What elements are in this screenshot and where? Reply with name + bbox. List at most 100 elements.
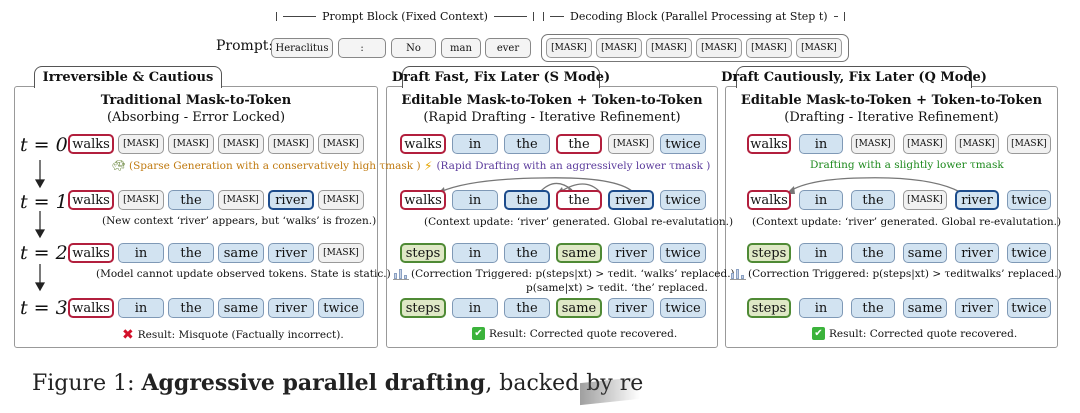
mask-token: [MASK] xyxy=(268,134,314,154)
prompt-token: : xyxy=(338,38,386,58)
time-step-label: t = 3 xyxy=(20,297,68,319)
mask-token: [MASK] xyxy=(218,190,264,210)
token-twice: twice xyxy=(660,190,706,210)
note-sparse-generation: 🐢︎ (Sparse Generation with a conservativ… xyxy=(112,159,421,172)
mask-token: [MASK] xyxy=(318,243,364,263)
token-river: river xyxy=(608,190,654,210)
time-step-label: t = 2 xyxy=(20,242,68,264)
token-in: in xyxy=(118,298,164,318)
panel-subtitle: (Rapid Drafting - Iterative Refinement) xyxy=(423,110,681,125)
lightning-icon: ⚡ xyxy=(424,159,433,173)
mask-token: [MASK] xyxy=(318,190,364,210)
mask-token: [MASK] xyxy=(903,134,947,154)
prompt-token: ever xyxy=(485,38,531,58)
time-step-label: t = 1 xyxy=(20,191,68,213)
token-steps: steps xyxy=(747,298,791,318)
mask-token: [MASK] xyxy=(118,190,164,210)
token-steps: steps xyxy=(400,298,446,318)
token-walks: walks xyxy=(747,190,791,210)
token-twice: twice xyxy=(1007,190,1051,210)
token-in: in xyxy=(799,134,843,154)
token-the: the xyxy=(504,243,550,263)
token-in: in xyxy=(452,190,498,210)
mask-token: [MASK] xyxy=(903,190,947,210)
token-in: in xyxy=(118,243,164,263)
token-twice: twice xyxy=(1007,298,1051,318)
decoding-mask-token: [MASK] xyxy=(646,38,692,58)
token-walks: walks xyxy=(400,190,446,210)
note-correction: (Correction Triggered: p(steps|xt) > τed… xyxy=(393,268,735,280)
note-frozen: (New context ‘river’ appears, but ‘walks… xyxy=(102,215,377,227)
token-twice: twice xyxy=(660,298,706,318)
panel-subtitle: (Drafting - Iterative Refinement) xyxy=(784,110,999,125)
decoding-block-bracket: Decoding Block (Parallel Processing at S… xyxy=(543,10,845,23)
token-walks: walks xyxy=(747,134,791,154)
decoding-mask-token: [MASK] xyxy=(746,38,792,58)
token-same: same xyxy=(903,298,947,318)
token-river: river xyxy=(268,298,314,318)
panel-subtitle: (Absorbing - Error Locked) xyxy=(106,110,286,125)
note-context-update: (Context update: ‘river’ generated. Glob… xyxy=(752,216,1062,228)
time-arrows xyxy=(34,160,46,292)
prompt-token: Heraclitus xyxy=(271,38,333,58)
token-the: the xyxy=(851,243,895,263)
token-same: same xyxy=(218,298,264,318)
tab-s-mode: Draft Fast, Fix Later (S Mode) xyxy=(392,66,610,88)
decoding-mask-group xyxy=(541,34,849,62)
prompt-block-label: Prompt Block (Fixed Context) xyxy=(322,10,488,23)
token-twice: twice xyxy=(1007,243,1051,263)
prompt-label: Prompt: xyxy=(216,38,274,54)
token-steps: steps xyxy=(400,243,446,263)
token-the: the xyxy=(556,190,602,210)
token-the: the xyxy=(168,243,214,263)
decoding-mask-token: [MASK] xyxy=(546,38,592,58)
turtle-icon: 🐢︎ xyxy=(112,159,126,172)
token-the: the xyxy=(851,190,895,210)
token-twice: twice xyxy=(660,243,706,263)
mask-token: [MASK] xyxy=(318,134,364,154)
prompt-token: No xyxy=(391,38,436,58)
token-the: the xyxy=(168,190,214,210)
token-same: same xyxy=(218,243,264,263)
mask-token: [MASK] xyxy=(851,134,895,154)
token-the: the xyxy=(556,134,602,154)
token-river: river xyxy=(608,298,654,318)
token-river: river xyxy=(955,243,999,263)
decoding-mask-token: [MASK] xyxy=(796,38,842,58)
token-same: same xyxy=(903,243,947,263)
token-in: in xyxy=(799,190,843,210)
token-twice: twice xyxy=(318,298,364,318)
token-in: in xyxy=(799,298,843,318)
panel-title: Traditional Mask-to-Token xyxy=(100,93,292,108)
token-walks: walks xyxy=(68,134,114,154)
token-walks: walks xyxy=(400,134,446,154)
token-same: same xyxy=(556,243,602,263)
mask-token: [MASK] xyxy=(118,134,164,154)
note-slightly-lower: Drafting with a slightly lower τmask xyxy=(810,159,1004,171)
token-walks: walks xyxy=(68,243,114,263)
decoding-block-label: Decoding Block (Parallel Processing at S… xyxy=(570,10,828,23)
note-correction: (Correction Triggered: p(steps|xt) > τed… xyxy=(730,268,1062,280)
prompt-block-bracket: Prompt Block (Fixed Context) xyxy=(276,10,535,23)
token-in: in xyxy=(799,243,843,263)
time-step-label: t = 0 xyxy=(20,134,68,156)
bar-chart-icon xyxy=(730,269,746,280)
token-river: river xyxy=(268,190,314,210)
token-the: the xyxy=(504,298,550,318)
mask-token: [MASK] xyxy=(218,134,264,154)
note-correction-same: p(same|xt) > τedit. ‘the’ replaced. xyxy=(526,282,708,294)
bar-chart-icon xyxy=(393,269,409,280)
mask-token: [MASK] xyxy=(168,134,214,154)
note-rapid-drafting: ⚡ (Rapid Drafting with an aggressively l… xyxy=(424,159,711,173)
decoding-mask-token: [MASK] xyxy=(696,38,742,58)
check-icon: ✔ xyxy=(812,327,825,340)
mask-token: [MASK] xyxy=(608,134,654,154)
token-the: the xyxy=(851,298,895,318)
note-context-update: (Context update: ‘river’ generated. Glob… xyxy=(424,216,734,228)
figure-caption: Figure 1: Aggressive parallel drafting, … xyxy=(32,370,644,396)
cross-icon: ✖ xyxy=(122,327,134,343)
token-same: same xyxy=(556,298,602,318)
prompt-token: man xyxy=(441,38,481,58)
result-misquote: ✖ Result: Misquote (Factually incorrect)… xyxy=(122,327,344,343)
tab-q-mode: Draft Cautiously, Fix Later (Q Mode) xyxy=(721,66,987,88)
